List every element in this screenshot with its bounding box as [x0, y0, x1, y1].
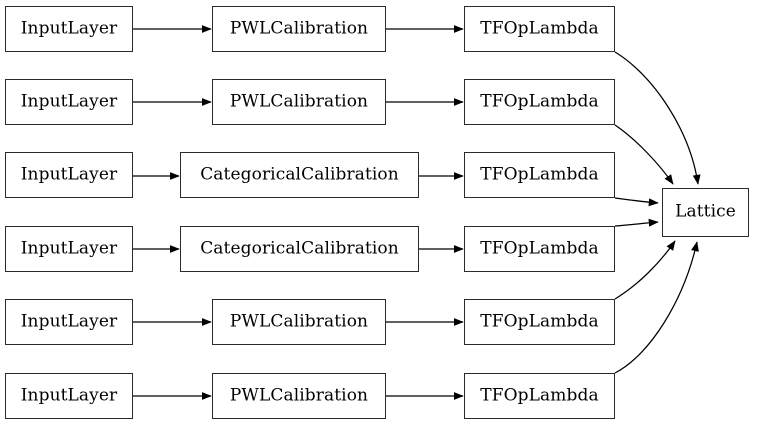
node-label: PWLCalibration [229, 18, 369, 38]
node-op-row3[interactable]: TFOpLambda [464, 152, 615, 198]
node-label: PWLCalibration [229, 311, 369, 331]
node-calibration-row3[interactable]: CategoricalCalibration [180, 152, 419, 198]
node-label: InputLayer [20, 18, 118, 38]
node-input-layer-row6[interactable]: InputLayer [5, 373, 133, 419]
node-input-layer-row5[interactable]: InputLayer [5, 299, 133, 345]
node-label: PWLCalibration [229, 91, 369, 111]
node-op-row5[interactable]: TFOpLambda [464, 299, 615, 345]
edge-op-to-lattice-row4 [614, 218, 659, 227]
node-input-layer-row4[interactable]: InputLayer [5, 226, 133, 272]
node-input-layer-row2[interactable]: InputLayer [5, 79, 133, 125]
edge-op-to-lattice-row6 [614, 241, 699, 374]
node-label: InputLayer [20, 311, 118, 331]
edge-op-to-lattice-row2 [614, 124, 674, 185]
edge-op-to-lattice-row3 [614, 197, 659, 207]
node-label: Lattice [675, 201, 736, 222]
node-label: CategoricalCalibration [200, 164, 399, 184]
edge-op-to-lattice-row5 [614, 240, 676, 300]
node-label: TFOpLambda [480, 385, 599, 405]
node-label: TFOpLambda [480, 91, 599, 111]
node-calibration-row6[interactable]: PWLCalibration [212, 373, 386, 419]
node-label: TFOpLambda [480, 18, 599, 38]
node-label: InputLayer [20, 238, 118, 258]
node-label: TFOpLambda [480, 164, 599, 184]
node-input-layer-row1[interactable]: InputLayer [5, 6, 133, 52]
node-calibration-row5[interactable]: PWLCalibration [212, 299, 386, 345]
node-label: InputLayer [20, 385, 118, 405]
node-calibration-row2[interactable]: PWLCalibration [212, 79, 386, 125]
node-label: TFOpLambda [480, 311, 599, 331]
node-op-row4[interactable]: TFOpLambda [464, 226, 615, 272]
node-label: PWLCalibration [229, 385, 369, 405]
edge-op-to-lattice-row1 [614, 51, 701, 185]
node-op-row1[interactable]: TFOpLambda [464, 6, 615, 52]
node-label: InputLayer [20, 91, 118, 111]
node-label: InputLayer [20, 164, 118, 184]
node-calibration-row4[interactable]: CategoricalCalibration [180, 226, 419, 272]
node-op-row6[interactable]: TFOpLambda [464, 373, 615, 419]
node-label: CategoricalCalibration [200, 238, 399, 258]
node-lattice[interactable]: Lattice [662, 188, 749, 237]
node-calibration-row1[interactable]: PWLCalibration [212, 6, 386, 52]
node-label: TFOpLambda [480, 238, 599, 258]
node-input-layer-row3[interactable]: InputLayer [5, 152, 133, 198]
node-op-row2[interactable]: TFOpLambda [464, 79, 615, 125]
